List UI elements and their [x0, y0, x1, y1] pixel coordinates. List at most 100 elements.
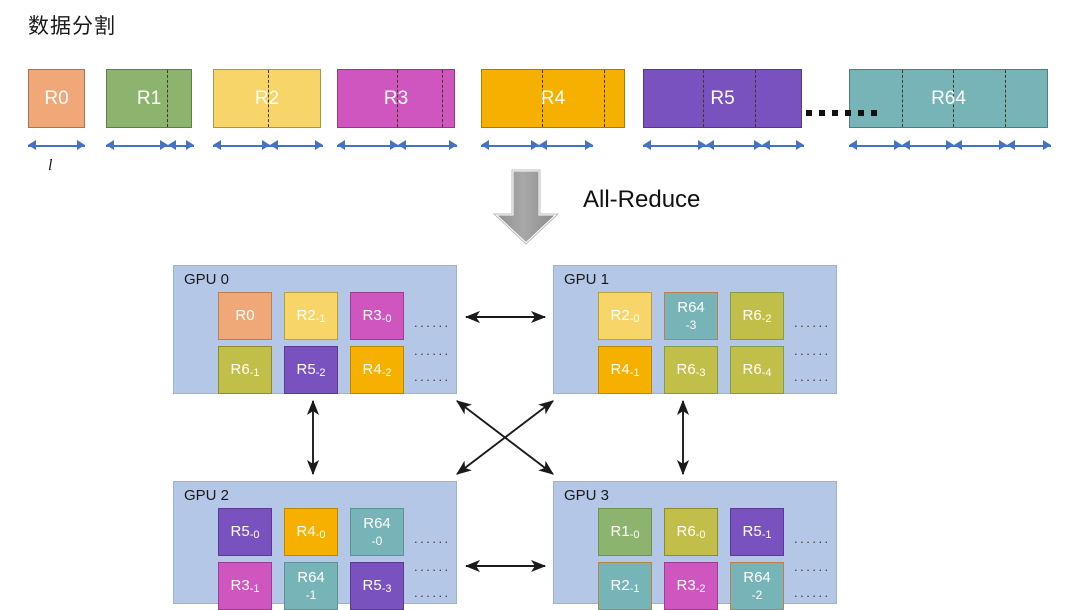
- chunk-index: -1: [315, 313, 326, 326]
- chunk-name: R64: [743, 569, 771, 587]
- gpu-chunk-cell: R1-0: [598, 508, 652, 556]
- chunk-ellipsis: ......: [794, 531, 831, 546]
- chunk-ellipsis: ......: [794, 559, 831, 574]
- segment-divider: [902, 70, 903, 127]
- measure-arrow: [106, 140, 168, 151]
- gpu-chunk-cell: R3-2: [664, 562, 718, 610]
- chunk-name: R1: [610, 523, 630, 541]
- chunk-ellipsis: ......: [794, 315, 831, 330]
- measure-arrow: [481, 140, 539, 151]
- chunk-name: R5: [230, 523, 250, 541]
- gpu-chunk-cell: R64-1: [284, 562, 338, 610]
- chunk-label: R64: [677, 300, 705, 316]
- chunk-index: -3: [685, 318, 697, 333]
- chunk-label: R2-0: [611, 308, 640, 326]
- gpu-chunk-cell: R5-3: [350, 562, 404, 610]
- chunk-index: -0: [629, 313, 640, 326]
- chunk-index: -2: [695, 583, 706, 596]
- gpu-chunk-cell: R5-2: [284, 346, 338, 394]
- chunk-label: R3-2: [676, 577, 706, 596]
- chunk-label: R4-1: [610, 361, 640, 380]
- chunk-index: -0: [381, 313, 392, 326]
- gpu-chunk-cell: R0: [218, 292, 272, 340]
- chunk-label: R5-1: [742, 523, 772, 541]
- segment-label: R5: [710, 87, 735, 109]
- chunk-name: R4: [610, 361, 630, 379]
- chunk-index: -1: [249, 367, 260, 380]
- segment-divider: [442, 70, 443, 127]
- chunk-label: R4-0: [296, 523, 326, 542]
- gpu-title: GPU 0: [184, 271, 230, 288]
- gpu-chunk-cell: R4-2: [350, 346, 404, 394]
- gpu-chunk-cell: R2-1: [598, 562, 652, 610]
- segment-block: R5: [643, 69, 802, 128]
- chunk-name: R5: [742, 523, 762, 541]
- chunk-index: -0: [695, 529, 706, 542]
- chunk-label: R5-2: [297, 362, 326, 379]
- segment-label: R0: [44, 87, 69, 109]
- chunk-label: R2-1: [296, 307, 326, 326]
- chunk-name: R6: [676, 361, 696, 379]
- chunk-label: R6-3: [676, 361, 706, 379]
- segment-label: R3: [383, 87, 409, 109]
- measure-arrow: [849, 140, 902, 151]
- chunk-label: R0: [235, 308, 254, 324]
- length-label: l: [48, 157, 53, 174]
- chunk-name: R64: [297, 569, 325, 587]
- chunk-name: R6: [742, 361, 762, 379]
- measure-arrow: [643, 140, 706, 151]
- measure-arrow: [954, 140, 1007, 151]
- chunk-label: R3-1: [231, 578, 260, 595]
- measure-arrow: [706, 140, 762, 151]
- gpu-chunk-cell: R6-2: [730, 292, 784, 340]
- segment-divider: [542, 70, 543, 127]
- measure-arrow: [398, 140, 457, 151]
- chunk-ellipsis: ......: [414, 559, 451, 574]
- chunk-name: R4: [296, 523, 316, 541]
- chunk-index: -1: [629, 367, 640, 380]
- gpu-chunk-cell: R6-4: [730, 346, 784, 394]
- segment-label: R2: [254, 87, 280, 109]
- chunk-name: R6: [230, 361, 250, 379]
- chunk-ellipsis: ......: [414, 585, 451, 600]
- chunk-name: R3: [362, 307, 382, 325]
- gpu-title: GPU 2: [184, 487, 230, 504]
- gpu-title: GPU 3: [564, 487, 610, 504]
- chunk-ellipsis: ......: [794, 585, 831, 600]
- chunk-index: -0: [371, 534, 383, 549]
- segment-divider: [268, 70, 269, 127]
- segment-block: R64: [849, 69, 1048, 128]
- segment-divider: [167, 70, 168, 127]
- segment-divider: [604, 70, 605, 127]
- measure-arrow: [270, 140, 323, 151]
- chunk-index: -0: [315, 529, 326, 542]
- gpu-chunk-cell: R5-1: [730, 508, 784, 556]
- chunk-name: R3: [676, 577, 696, 595]
- gpu-chunk-cell: R5-0: [218, 508, 272, 556]
- chunk-index: -4: [761, 367, 772, 380]
- gpu-chunk-cell: R4-0: [284, 508, 338, 556]
- segment-block: R1: [106, 69, 192, 128]
- gpu-chunk-cell: R2-1: [284, 292, 338, 340]
- chunk-ellipsis: ......: [794, 343, 831, 358]
- chunk-index: -2: [751, 588, 763, 603]
- chunk-index: -2: [761, 313, 772, 326]
- chunk-label: R6-0: [677, 524, 706, 542]
- all-reduce-label: All-Reduce: [583, 186, 701, 213]
- chunk-index: -0: [249, 529, 260, 542]
- segment-divider: [397, 70, 398, 127]
- chunk-index: -2: [381, 367, 392, 380]
- chunk-label: R64: [363, 516, 391, 532]
- segment-block: R4: [481, 69, 625, 128]
- gpu-chunk-cell: R2-0: [598, 292, 652, 340]
- chunk-label: R5-0: [230, 523, 260, 542]
- chunk-label: R6-4: [742, 361, 772, 380]
- segment-block: R2: [213, 69, 321, 128]
- chunk-label: R6-2: [743, 308, 772, 326]
- chunk-name: R64: [677, 299, 705, 317]
- chunk-name: R2: [296, 307, 316, 325]
